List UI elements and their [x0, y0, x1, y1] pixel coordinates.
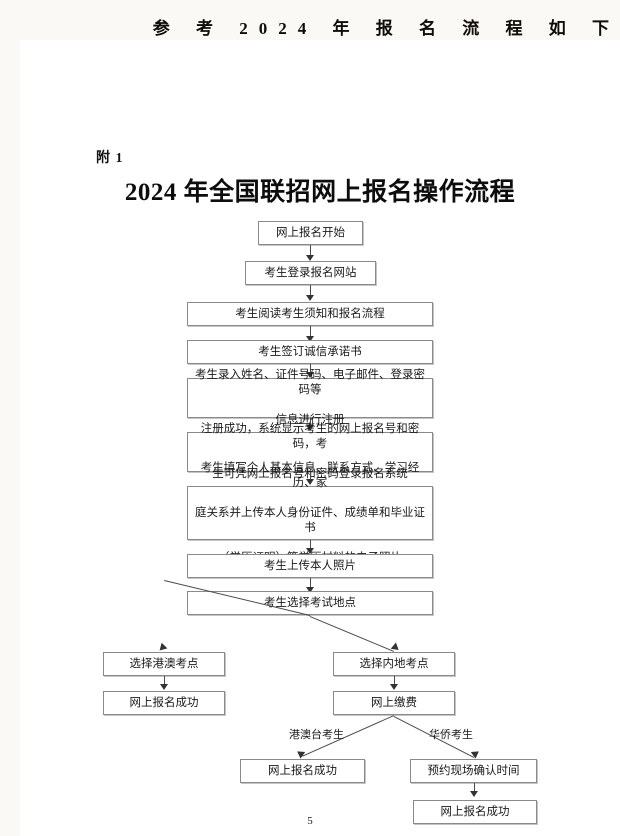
flow-node-hk-registration-success: 网上报名成功 — [103, 691, 225, 715]
connector-hk-to-success — [164, 676, 165, 688]
edge-label-overseas: 华侨考生 — [429, 729, 473, 741]
arrowhead-final-success — [470, 791, 478, 797]
flow-node-online-payment: 网上缴费 — [333, 691, 455, 715]
running-header: 参 考 2024 年 报 名 流 程 如 下 — [152, 19, 620, 38]
connector-photo-to-choosesite — [310, 578, 311, 592]
arrowhead-choosesite — [306, 587, 314, 593]
arrowhead-pay — [390, 684, 398, 690]
page-title: 2024 年全国联招网上报名操作流程 — [124, 179, 516, 206]
arrowhead-pledge — [306, 336, 314, 342]
flow-node-fill-info: 考生填写个人基本信息、联系方式、学习经历、家 庭关系并上传本人身份证件、成绩单和… — [187, 462, 433, 564]
page-number: 5 — [307, 815, 313, 827]
flow-node-start: 网上报名开始 — [258, 221, 363, 245]
connector-register-to-regsuccess — [310, 418, 311, 430]
flow-node-read-instructions: 考生阅读考生须知和报名流程 — [187, 302, 433, 326]
connector-login-to-read — [310, 285, 311, 299]
arrowhead-read — [306, 295, 314, 301]
connector-pledge-to-register — [310, 364, 311, 377]
connector-mainland-to-pay — [394, 676, 395, 688]
connector-regsuccess-to-fillinfo — [310, 472, 311, 484]
arrowhead-fillinfo — [306, 479, 314, 485]
connector-start-to-login — [310, 245, 311, 257]
arrowhead-hk-success — [160, 684, 168, 690]
flow-node-payment-registration-success: 网上报名成功 — [240, 759, 365, 783]
flow-node-final-registration-success: 网上报名成功 — [413, 800, 537, 824]
arrowhead-register — [306, 372, 314, 378]
attachment-label: 附 1 — [96, 151, 124, 166]
flow-node-appointment: 预约现场确认时间 — [410, 759, 537, 783]
arrowhead-regsuccess — [306, 425, 314, 431]
connector-appointment-to-final — [474, 783, 475, 796]
connector-read-to-pledge — [310, 326, 311, 340]
flow-node-pledge: 考生签订诚信承诺书 — [187, 340, 433, 364]
flow-node-hongkong-macao-site: 选择港澳考点 — [103, 652, 225, 676]
connector-fillinfo-to-photo — [310, 540, 311, 553]
edge-label-hk-taiwan: 港澳台考生 — [289, 729, 344, 741]
flow-node-upload-photo: 考生上传本人照片 — [187, 554, 433, 578]
arrowhead-login — [306, 255, 314, 261]
flow-node-mainland-site: 选择内地考点 — [333, 652, 455, 676]
flow-node-register: 考生录入姓名、证件号码、电子邮件、登录密码等 信息进行注册 — [187, 369, 433, 426]
flow-node-login: 考生登录报名网站 — [245, 261, 376, 285]
arrowhead-photo — [306, 548, 314, 554]
